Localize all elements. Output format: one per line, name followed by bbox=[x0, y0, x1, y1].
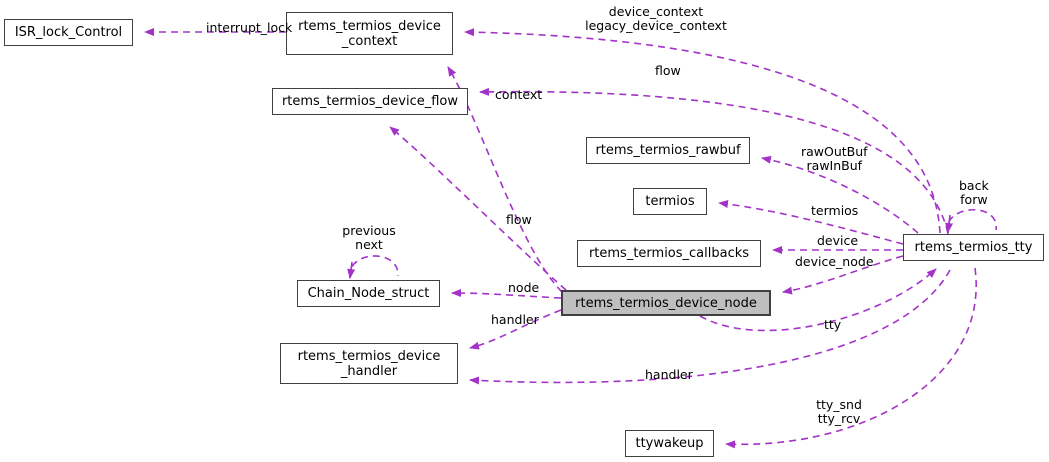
edge-node bbox=[451, 289, 562, 299]
edge-handler-tty bbox=[469, 269, 951, 385]
node-label: rtems_termios_device_flow bbox=[281, 94, 459, 109]
node-label: Chain_Node_struct bbox=[307, 286, 430, 301]
node-label: rtems_termios_tty bbox=[914, 240, 1033, 255]
node-label: ttywakeup bbox=[635, 436, 704, 451]
node-label: rtems_termios_rawbuf bbox=[595, 143, 741, 158]
edge-tty-snd-rcv bbox=[725, 267, 977, 449]
node-rtems-termios-device-handler[interactable]: rtems_termios_device _handler bbox=[280, 343, 458, 384]
node-label: rtems_termios_device _handler bbox=[297, 348, 441, 379]
node-label: rtems_termios_device_node bbox=[575, 295, 757, 311]
edge-handler-node bbox=[469, 309, 562, 350]
node-rtems-termios-device-context[interactable]: rtems_termios_device _context bbox=[286, 12, 453, 55]
edge-back-forw-head bbox=[945, 214, 954, 233]
edge-device-context bbox=[464, 28, 941, 234]
node-label: ISR_lock_Control bbox=[14, 25, 123, 40]
node-label: rtems_termios_callbacks bbox=[588, 246, 750, 261]
node-termios[interactable]: termios bbox=[633, 188, 707, 215]
node-rtems-termios-tty[interactable]: rtems_termios_tty bbox=[903, 234, 1044, 261]
edge-tty bbox=[699, 268, 937, 332]
node-label: termios bbox=[645, 194, 695, 209]
edge-device-node bbox=[782, 255, 904, 295]
node-rtems-termios-rawbuf[interactable]: rtems_termios_rawbuf bbox=[586, 137, 750, 164]
edge-rawbuf bbox=[761, 155, 919, 234]
edge-previous-next-head bbox=[347, 261, 356, 279]
node-label: rtems_termios_device _context bbox=[298, 18, 441, 49]
edge-previous-next bbox=[349, 255, 399, 279]
node-ttywakeup[interactable]: ttywakeup bbox=[625, 430, 714, 457]
node-rtems-termios-device-node[interactable]: rtems_termios_device_node bbox=[561, 290, 771, 316]
edge-back-forw bbox=[946, 208, 997, 235]
node-rtems-termios-device-flow[interactable]: rtems_termios_device_flow bbox=[272, 88, 468, 115]
edge-flow-node bbox=[389, 126, 567, 291]
edge-termios bbox=[718, 200, 904, 245]
node-isr-lock-control[interactable]: ISR_lock_Control bbox=[4, 19, 133, 46]
node-chain-node-struct[interactable]: Chain_Node_struct bbox=[297, 280, 440, 307]
node-rtems-termios-callbacks[interactable]: rtems_termios_callbacks bbox=[577, 240, 761, 267]
